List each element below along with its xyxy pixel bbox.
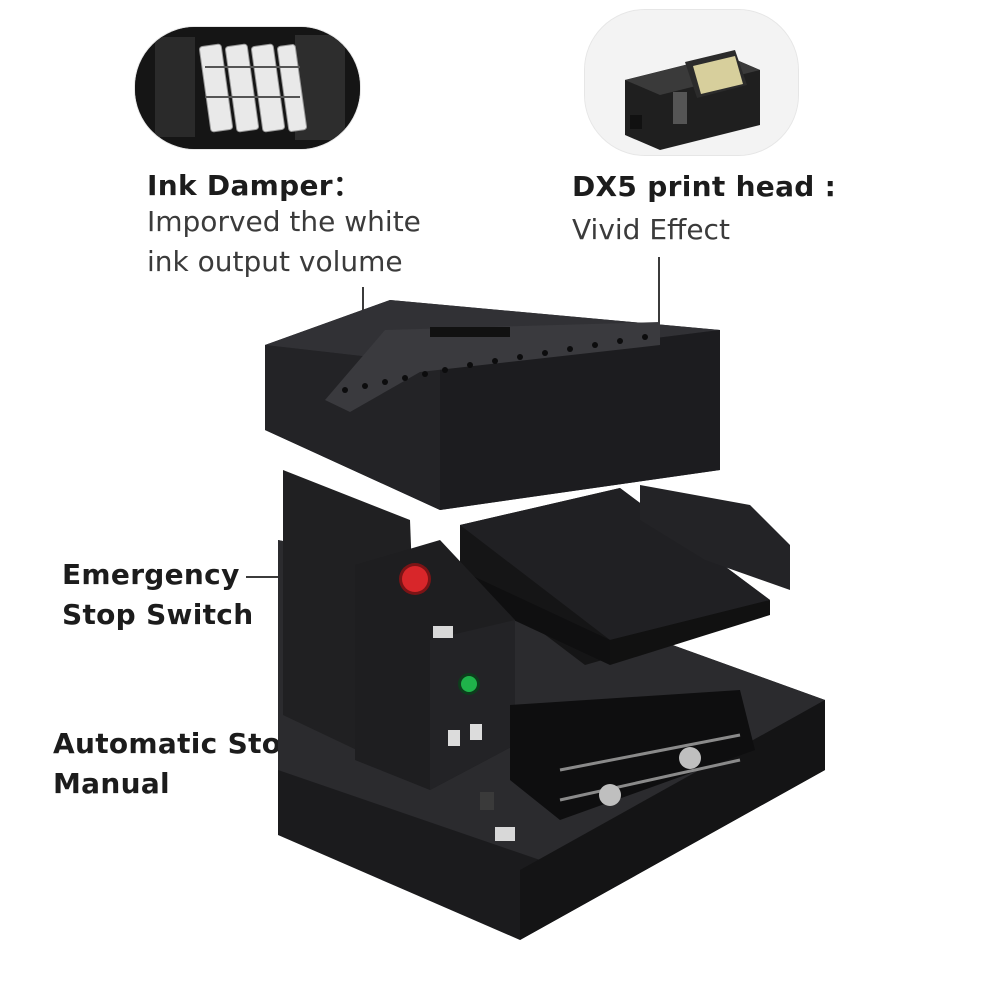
emergency-stop-label-line1: Emergency bbox=[62, 558, 240, 591]
print-head-desc-line1: Vivid Effect bbox=[572, 213, 730, 246]
ink-damper-desc-line1: Imporved the white bbox=[147, 205, 421, 238]
emergency-stop-button[interactable] bbox=[402, 566, 428, 592]
automatic-stop-label-line1: Automatic Stop bbox=[53, 727, 302, 760]
ink-damper-title: Ink Damper： bbox=[147, 169, 362, 202]
automatic-stop-label-line2: Manual bbox=[53, 767, 170, 800]
print-head-thumbnail bbox=[585, 10, 798, 155]
power-button[interactable] bbox=[461, 676, 477, 692]
emergency-stop-label-line2: Stop Switch bbox=[62, 598, 254, 631]
print-head-image bbox=[585, 10, 798, 155]
ink-damper-thumbnail bbox=[135, 27, 360, 149]
ink-damper-desc-line2: ink output volume bbox=[147, 245, 403, 278]
print-head-leader-line bbox=[658, 257, 660, 347]
print-head-title: DX5 print head : bbox=[572, 170, 837, 203]
ink-damper-image bbox=[135, 27, 360, 149]
